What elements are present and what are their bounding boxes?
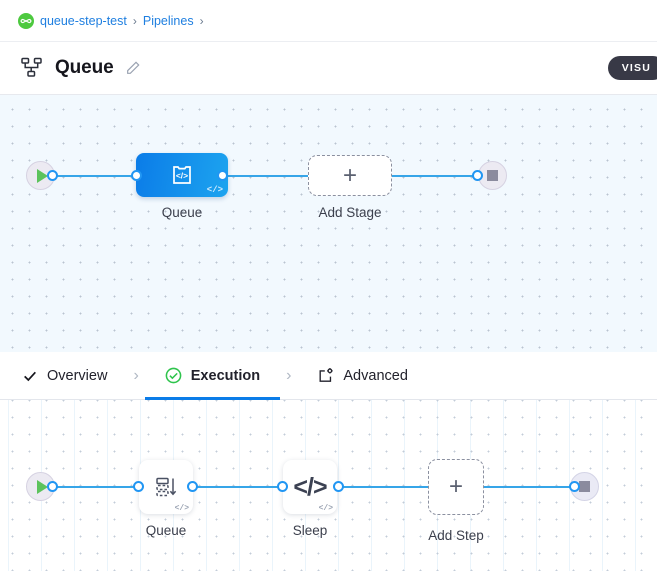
harness-project-icon	[18, 12, 34, 29]
step-template-badge-queue: </>	[174, 504, 189, 513]
play-icon	[36, 168, 48, 183]
breadcrumb-separator-2: ›	[199, 13, 204, 28]
stage-input-port[interactable]	[131, 170, 142, 181]
execution-canvas[interactable]: </> Queue </> </> Sleep + Add Step	[0, 400, 657, 571]
tab-overview[interactable]: Overview	[20, 352, 109, 400]
edge-stepqueue-to-sleep	[192, 486, 288, 488]
add-stage-button[interactable]: +	[308, 155, 392, 196]
step-label-sleep: Sleep	[292, 523, 328, 538]
plus-icon: +	[448, 473, 463, 500]
tab-execution-label: Execution	[190, 367, 261, 384]
step-sleep-output-port[interactable]	[333, 481, 344, 492]
play-icon	[36, 479, 48, 494]
stage-canvas[interactable]: </> </> Queue + Add Stage	[0, 95, 657, 352]
add-stage-label: Add Stage	[318, 205, 382, 220]
box-gear-icon	[319, 368, 333, 382]
stage-template-badge: </>	[206, 185, 223, 195]
edge-addstage-to-end	[390, 175, 484, 177]
execution-start-port[interactable]	[47, 481, 58, 492]
edge-addstep-to-end	[482, 486, 576, 488]
tab-separator-2: ›	[286, 366, 292, 384]
stage-output-port[interactable]	[217, 170, 228, 181]
step-node-queue[interactable]: </>	[139, 460, 193, 514]
stage-tabs: Overview › Execution › Advanced	[0, 352, 657, 400]
pencil-icon[interactable]	[125, 60, 141, 76]
step-node-sleep[interactable]: </> </>	[283, 460, 337, 514]
execution-end-node[interactable]	[570, 472, 599, 501]
end-node[interactable]	[478, 161, 507, 190]
tab-separator-1: ›	[133, 366, 139, 384]
step-sleep-input-port[interactable]	[277, 481, 288, 492]
queue-icon	[156, 477, 177, 497]
stop-icon	[487, 170, 498, 181]
stop-icon	[579, 481, 590, 492]
code-icon: </>	[293, 472, 327, 501]
start-output-port[interactable]	[47, 170, 58, 181]
tab-advanced[interactable]: Advanced	[315, 352, 410, 400]
breadcrumb-project-link[interactable]: queue-step-test	[40, 13, 127, 28]
stage-node-queue[interactable]: </> </>	[136, 153, 228, 197]
svg-text:</>: </>	[176, 171, 188, 181]
check-icon	[24, 371, 36, 381]
breadcrumb-separator-1: ›	[132, 13, 137, 28]
step-label-queue: Queue	[145, 523, 187, 538]
template-code-icon: </>	[173, 166, 191, 184]
breadcrumb-pipelines-link[interactable]: Pipelines	[142, 13, 194, 28]
tab-advanced-label: Advanced	[343, 367, 408, 384]
edge-sleep-to-addstep	[338, 486, 432, 488]
end-input-port[interactable]	[472, 170, 483, 181]
plus-icon: +	[342, 161, 357, 189]
tab-overview-label: Overview	[47, 367, 108, 384]
check-circle-icon	[165, 367, 182, 384]
add-step-label: Add Step	[428, 528, 484, 543]
edge-queue-to-addstage	[222, 175, 312, 177]
edge-start-to-step-queue	[50, 486, 142, 488]
execution-end-port[interactable]	[569, 481, 580, 492]
stage-label-queue: Queue	[161, 205, 203, 220]
pipeline-icon	[20, 57, 44, 79]
tab-execution[interactable]: Execution	[144, 352, 281, 400]
breadcrumb: queue-step-test › Pipelines ›	[0, 0, 657, 42]
step-queue-input-port[interactable]	[133, 481, 144, 492]
page-header: Queue VISU	[0, 42, 657, 95]
visual-yaml-toggle[interactable]: VISU	[607, 56, 657, 80]
page-title: Queue	[55, 57, 114, 78]
step-template-badge-sleep: </>	[318, 504, 333, 513]
step-queue-output-port[interactable]	[187, 481, 198, 492]
edge-start-to-queue	[50, 175, 146, 177]
add-step-button[interactable]: +	[428, 459, 484, 515]
